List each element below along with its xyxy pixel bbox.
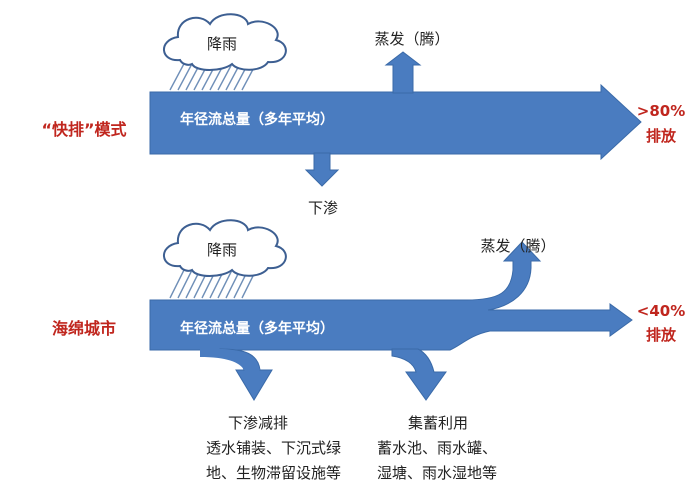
bottom-main-flow-arrow <box>149 241 633 351</box>
top-discharge-percent: >80% <box>637 102 685 120</box>
bottom-discharge-label: 排放 <box>646 326 677 344</box>
top-mode-label: “快排”模式 <box>41 120 126 139</box>
top-flow-label: 年径流总量（多年平均） <box>180 111 334 128</box>
top-evaporation-arrow <box>384 51 422 94</box>
top-infiltration-arrow <box>304 152 340 187</box>
bottom-flow-label: 年径流总量（多年平均） <box>180 320 334 337</box>
top-rain-label: 降雨 <box>207 35 237 53</box>
top-evaporation-label: 蒸发（腾） <box>374 30 449 48</box>
bottom-evaporation-label: 蒸发（腾） <box>480 237 555 255</box>
bottom-collection-line-1: 蓄水池、雨水罐、 <box>377 439 497 457</box>
bottom-infiltration-arrow-fill <box>200 349 260 370</box>
bottom-mode-label: 海绵城市 <box>52 319 116 338</box>
top-infiltration-label: 下渗 <box>308 199 338 217</box>
bottom-discharge-percent: <40% <box>637 302 685 320</box>
top-panel: 降雨 “快排”模式 年径流总量（多年平均） 蒸发（腾） 下渗 >80% 排放 <box>41 13 685 217</box>
top-cloud-icon <box>163 13 287 71</box>
bottom-infiltration-title: 下渗减排 <box>228 414 288 432</box>
top-main-flow-arrow <box>149 83 642 161</box>
top-discharge-label: 排放 <box>646 127 677 145</box>
bottom-collection-arrow <box>391 348 447 401</box>
bottom-cloud-icon <box>163 219 287 277</box>
bottom-collection-line-2: 湿塘、雨水湿地等 <box>377 464 497 482</box>
bottom-panel: 降雨 海绵城市 年径流总量（多年平均） 蒸发（腾） <40% 排放 下渗减排 透… <box>52 219 685 482</box>
bottom-rain-label: 降雨 <box>207 241 237 259</box>
bottom-collection-title: 集蓄利用 <box>408 414 468 432</box>
bottom-infiltration-line-1: 透水铺装、下沉式绿 <box>206 439 341 457</box>
bottom-infiltration-line-2: 地、生物滞留设施等 <box>206 464 341 482</box>
